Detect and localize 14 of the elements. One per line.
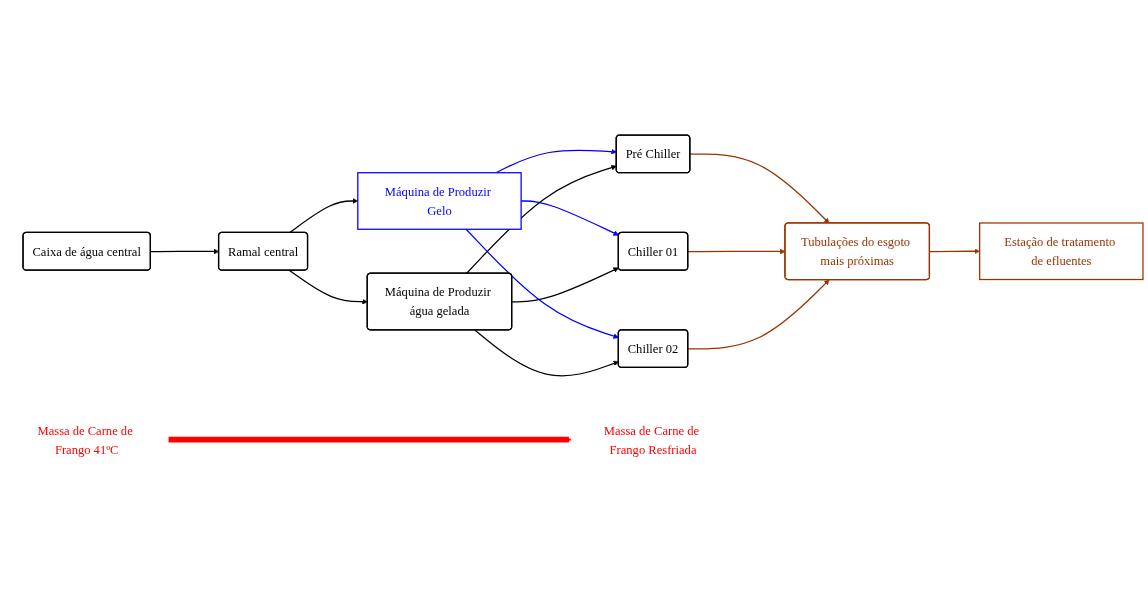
arrow (288, 269, 368, 305)
arrow (474, 329, 619, 377)
arrow (465, 165, 617, 275)
arrow (687, 279, 830, 350)
arrow (689, 153, 830, 224)
arrow (465, 228, 619, 339)
node-box: Estação de tratamento de efluentes (979, 222, 1144, 281)
arrow (511, 267, 619, 303)
arrow (168, 436, 572, 443)
node-box: Máquina de Produzir Gelo (357, 172, 522, 230)
arrow (929, 248, 980, 254)
node-text: Massa de Carne de Frango Resfriada (603, 423, 700, 457)
node-text: Massa de Carne de Frango 41ºC (37, 423, 133, 457)
arrow (495, 148, 617, 174)
